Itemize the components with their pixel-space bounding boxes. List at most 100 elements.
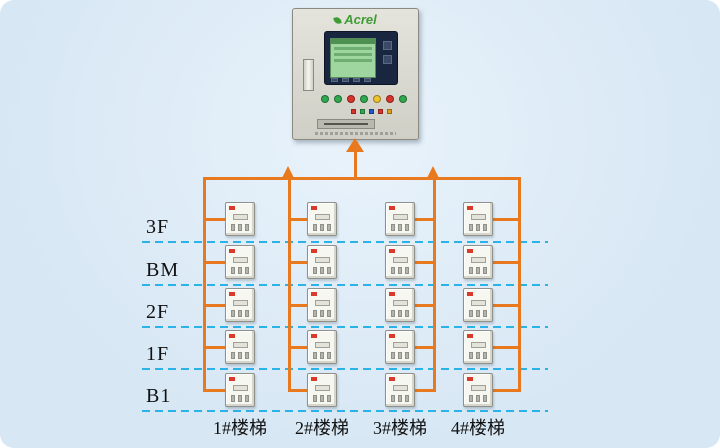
acrel-leaf-icon bbox=[333, 16, 343, 25]
device-stub bbox=[288, 261, 309, 264]
staircase-label: 2#楼梯 bbox=[295, 418, 349, 438]
bus-riser bbox=[288, 177, 291, 392]
monitor-module bbox=[225, 330, 255, 364]
device-display bbox=[315, 257, 330, 263]
device-terminals bbox=[469, 310, 487, 317]
staircase-label: 4#楼梯 bbox=[451, 418, 505, 438]
monitor-module bbox=[307, 202, 337, 236]
monitor-module bbox=[385, 245, 415, 279]
floor-divider bbox=[142, 241, 548, 243]
monitor-module bbox=[385, 288, 415, 322]
monitor-module bbox=[307, 373, 337, 407]
device-display bbox=[233, 342, 248, 348]
device-alarm-led bbox=[467, 249, 473, 253]
monitor-module bbox=[225, 288, 255, 322]
panel-keys bbox=[383, 41, 392, 64]
device-terminals bbox=[231, 267, 249, 274]
indicator-light bbox=[386, 95, 394, 103]
device-terminals bbox=[231, 352, 249, 359]
panel-feed-wire bbox=[354, 152, 357, 178]
device-terminals bbox=[231, 395, 249, 402]
device-stub bbox=[413, 304, 436, 307]
device-stub bbox=[203, 261, 227, 264]
indicator-light bbox=[334, 95, 342, 103]
device-display bbox=[315, 300, 330, 306]
device-alarm-led bbox=[389, 249, 395, 253]
device-alarm-led bbox=[311, 292, 317, 296]
indicator-lights bbox=[321, 95, 407, 103]
device-stub bbox=[203, 346, 227, 349]
device-display bbox=[233, 214, 248, 220]
staircase-label: 1#楼梯 bbox=[213, 418, 267, 438]
device-display bbox=[393, 214, 408, 220]
up-arrow bbox=[427, 166, 439, 178]
lcd-screen bbox=[330, 38, 376, 78]
device-stub bbox=[413, 346, 436, 349]
device-display bbox=[471, 214, 486, 220]
indicator-light bbox=[373, 95, 381, 103]
status-leds bbox=[351, 109, 392, 114]
device-display bbox=[393, 300, 408, 306]
monitor-module bbox=[463, 373, 493, 407]
device-alarm-led bbox=[467, 292, 473, 296]
device-alarm-led bbox=[229, 334, 235, 338]
device-display bbox=[315, 214, 330, 220]
floor-divider bbox=[142, 368, 548, 370]
device-terminals bbox=[313, 310, 331, 317]
monitor-module bbox=[385, 373, 415, 407]
device-alarm-led bbox=[311, 249, 317, 253]
device-alarm-led bbox=[467, 377, 473, 381]
monitor-module bbox=[385, 202, 415, 236]
device-display bbox=[471, 385, 486, 391]
device-display bbox=[393, 385, 408, 391]
device-display bbox=[471, 300, 486, 306]
floor-label: BM bbox=[146, 259, 180, 281]
bus-trunk bbox=[203, 177, 521, 180]
indicator-light bbox=[399, 95, 407, 103]
device-display bbox=[233, 385, 248, 391]
device-alarm-led bbox=[467, 334, 473, 338]
sight-glass bbox=[303, 59, 314, 91]
device-alarm-led bbox=[389, 377, 395, 381]
device-terminals bbox=[231, 310, 249, 317]
status-led bbox=[378, 109, 383, 114]
function-keys bbox=[331, 78, 371, 82]
device-stub bbox=[491, 261, 521, 264]
manufacturer-fine-print bbox=[315, 132, 396, 135]
device-alarm-led bbox=[389, 292, 395, 296]
device-stub bbox=[203, 218, 227, 221]
device-alarm-led bbox=[389, 334, 395, 338]
device-display bbox=[233, 300, 248, 306]
staircase-label: 3#楼梯 bbox=[373, 418, 427, 438]
device-stub bbox=[491, 346, 521, 349]
status-led bbox=[351, 109, 356, 114]
floor-label: B1 bbox=[146, 385, 172, 407]
device-alarm-led bbox=[229, 377, 235, 381]
floor-label: 3F bbox=[146, 216, 170, 238]
brand-text: Acrel bbox=[344, 12, 377, 27]
device-terminals bbox=[313, 395, 331, 402]
device-terminals bbox=[469, 352, 487, 359]
device-terminals bbox=[469, 267, 487, 274]
device-terminals bbox=[313, 267, 331, 274]
device-display bbox=[393, 257, 408, 263]
device-alarm-led bbox=[311, 334, 317, 338]
device-stub bbox=[288, 304, 309, 307]
monitor-module bbox=[463, 245, 493, 279]
up-arrow bbox=[282, 166, 294, 178]
acrel-logo: Acrel bbox=[293, 12, 418, 27]
bus-riser bbox=[518, 177, 521, 392]
monitor-module bbox=[225, 245, 255, 279]
monitoring-cabinet: Acrel bbox=[292, 8, 419, 140]
device-display bbox=[471, 257, 486, 263]
floor-label: 1F bbox=[146, 343, 170, 365]
indicator-light bbox=[360, 95, 368, 103]
device-terminals bbox=[391, 395, 409, 402]
device-terminals bbox=[469, 224, 487, 231]
monitor-module bbox=[225, 202, 255, 236]
device-display bbox=[393, 342, 408, 348]
device-alarm-led bbox=[467, 206, 473, 210]
device-terminals bbox=[391, 267, 409, 274]
device-stub bbox=[413, 261, 436, 264]
